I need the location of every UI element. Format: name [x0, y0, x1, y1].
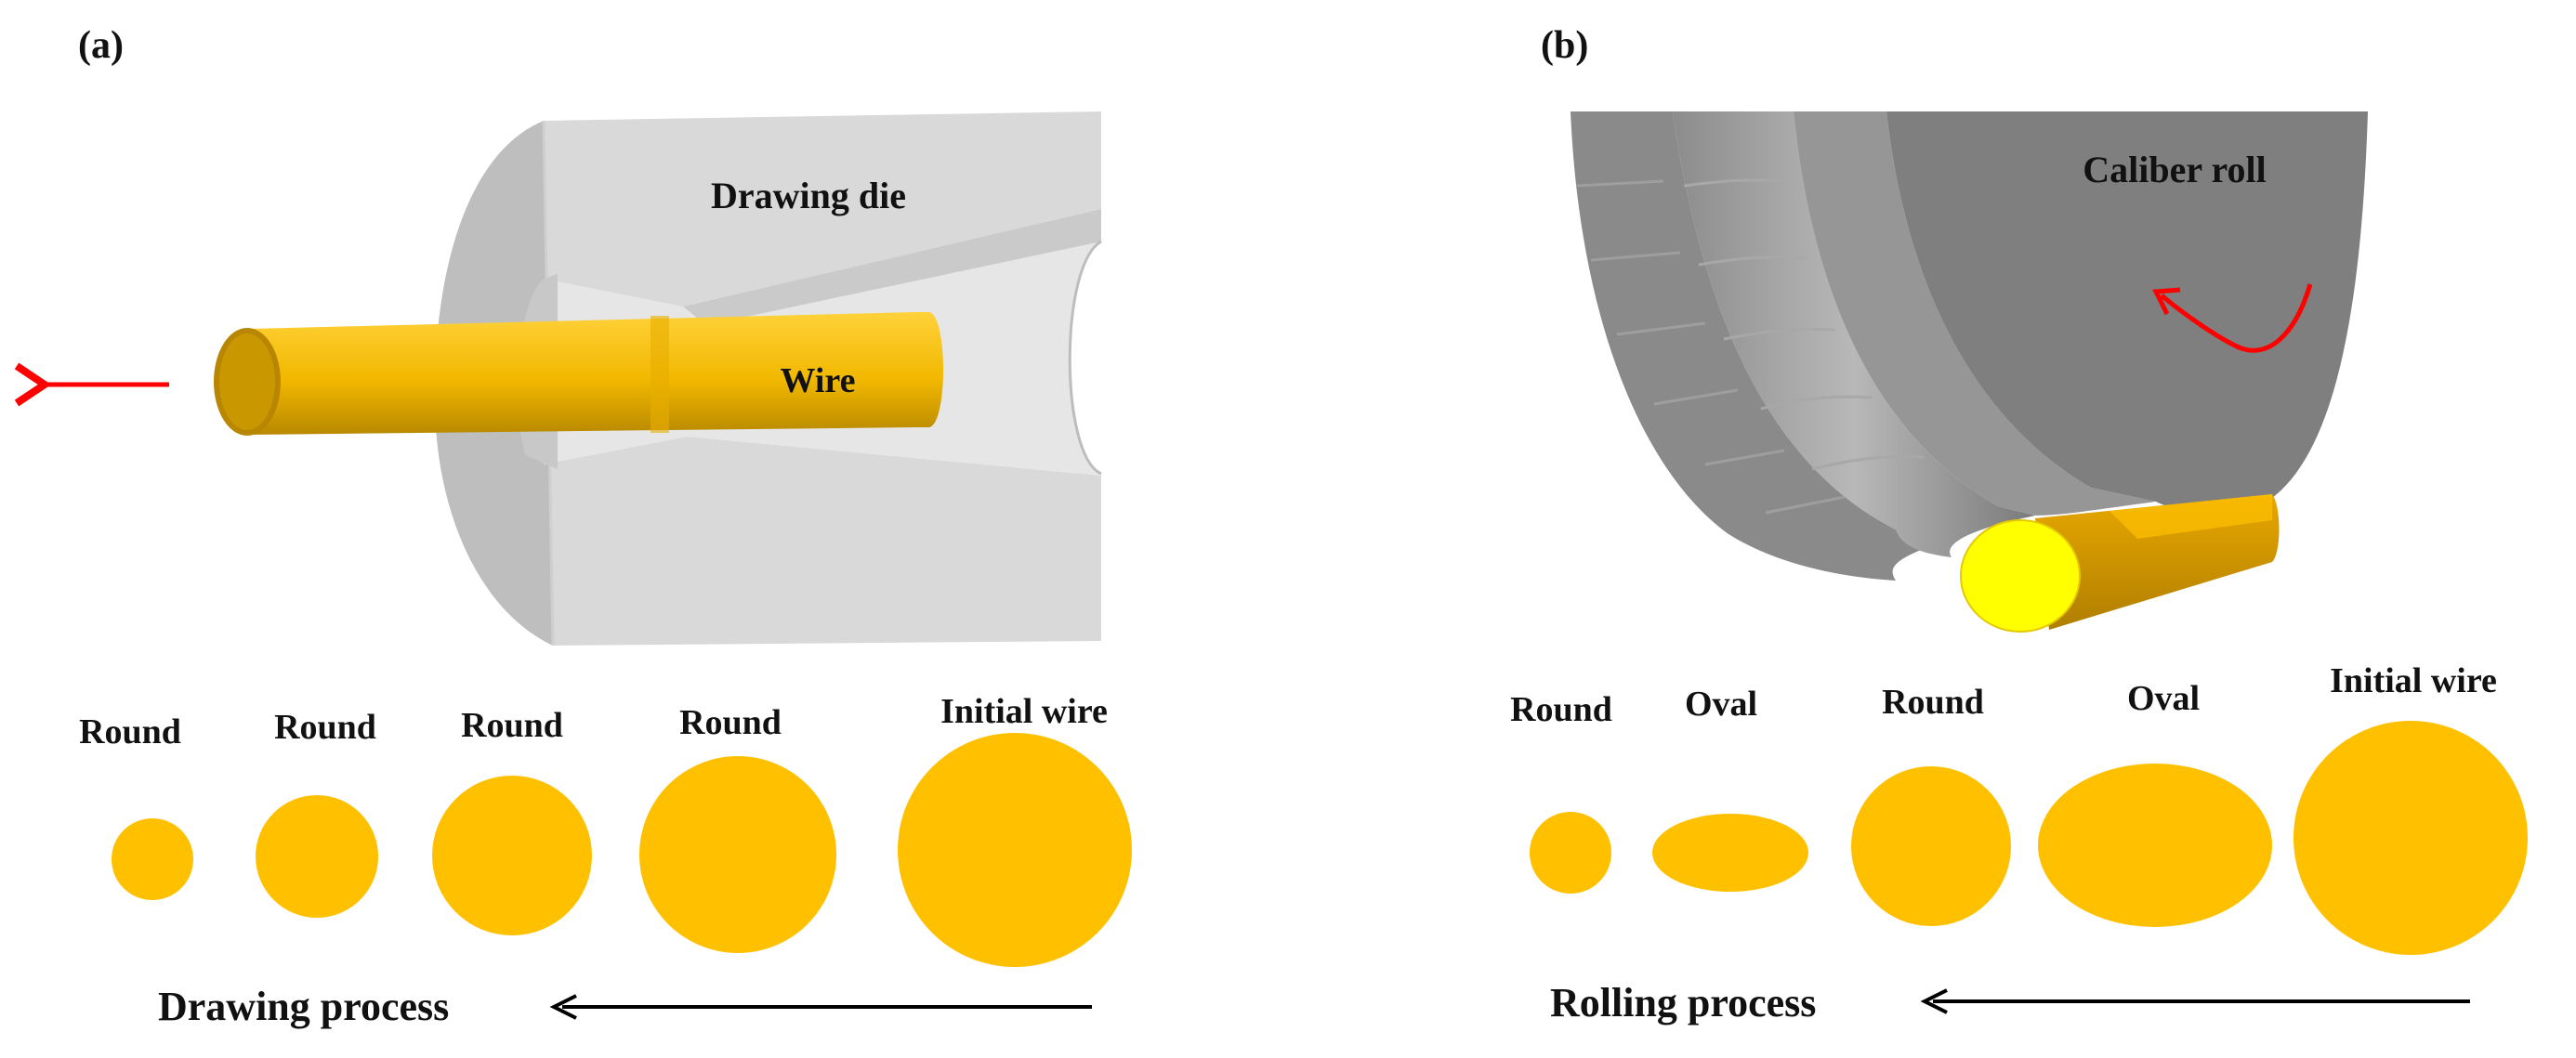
panel_b-stage-5-label: Initial wire	[2330, 661, 2497, 700]
drawing-die-label: Drawing die	[711, 175, 906, 216]
panel_b-stage-2-label: Oval	[1685, 685, 1757, 724]
roll-rotation-arrow	[2160, 283, 2313, 353]
panel_a-stage-1-label: Round	[79, 712, 181, 751]
panel-b-label: (b)	[1541, 24, 1588, 67]
panel_b-stage-4-oval-section	[2038, 764, 2272, 927]
drawing-process-label: Drawing process	[158, 984, 449, 1029]
panel_a-stage-3-label: Round	[461, 706, 563, 745]
panel_a-stage-2-round-section	[256, 795, 378, 918]
panel_b-stage-1-round-section	[1530, 812, 1611, 894]
rolling-stages: Round Oval Round Oval Initial wire	[1510, 661, 2528, 955]
panel_b-stage-5-round-section	[2293, 721, 2528, 955]
wire-label: Wire	[781, 361, 856, 400]
panel-a: (a) Wire D	[14, 24, 1132, 1029]
panel_a-stage-4-round-section	[639, 756, 836, 953]
panel_a-stage-1-round-section	[112, 818, 193, 900]
rolled-wire	[1960, 494, 2280, 633]
panel_a-stage-4-label: Round	[679, 703, 782, 742]
rolling-process-label: Rolling process	[1550, 980, 1816, 1025]
panel_b-stage-3-label: Round	[1882, 683, 1984, 722]
caliber-roll: Caliber roll	[1571, 111, 2368, 581]
panel_b-stage-2-oval-section	[1652, 814, 1808, 892]
panel-a-label: (a)	[78, 24, 124, 67]
caliber-roll-label: Caliber roll	[2083, 149, 2266, 190]
panel_b-stage-4-label: Oval	[2127, 679, 2200, 718]
drawing-process-arrow	[549, 994, 1092, 1020]
panel_a-stage-5-round-section	[898, 733, 1132, 967]
panel_a-stage-3-round-section	[432, 776, 592, 935]
panel_b-stage-3-round-section	[1851, 766, 2011, 926]
panel_b-stage-1-label: Round	[1510, 690, 1612, 729]
panel_a-stage-2-label: Round	[274, 708, 376, 747]
panel_a-stage-5-label: Initial wire	[940, 692, 1108, 731]
drawing-stages: Round Round Round Round Initial wire	[79, 692, 1132, 967]
panel-b: (b)	[1510, 24, 2528, 1025]
drawn-wire: Wire	[214, 312, 943, 436]
rolling-process-arrow	[1920, 988, 2470, 1014]
